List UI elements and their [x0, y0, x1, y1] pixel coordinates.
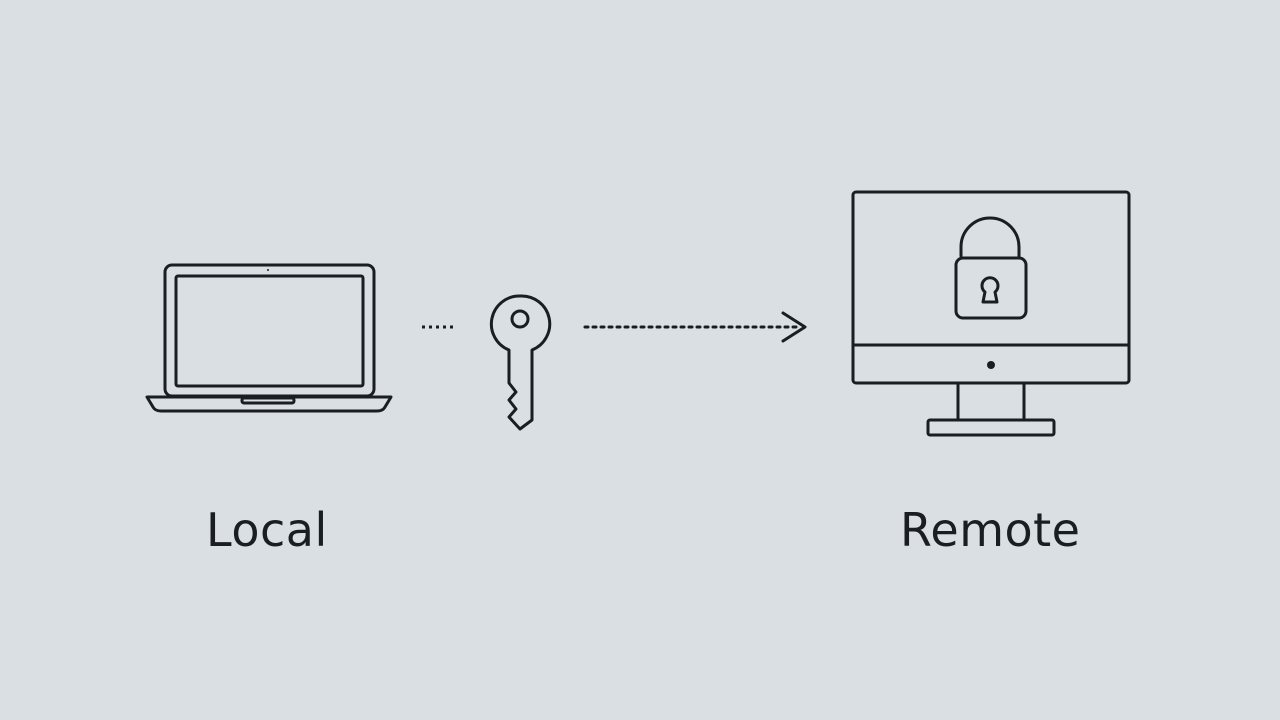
- local-label: Local: [206, 503, 328, 557]
- monitor-power-dot: [987, 361, 995, 369]
- desktop-monitor-icon: [851, 190, 1131, 437]
- key-icon: [489, 294, 552, 431]
- padlock-keyhole: [980, 276, 1000, 304]
- arrow-head: [781, 311, 807, 343]
- laptop-base: [145, 395, 393, 413]
- remote-label: Remote: [900, 503, 1081, 557]
- key-hole: [510, 309, 530, 329]
- connection-arrow: [583, 311, 807, 343]
- unlocked-padlock-icon: [954, 216, 1028, 320]
- key-shape: [489, 294, 552, 431]
- padlock-body: [954, 256, 1028, 320]
- laptop-icon: [145, 263, 393, 413]
- laptop-camera: [267, 269, 269, 271]
- laptop-screen: [174, 274, 365, 388]
- laptop-trackpad-notch: [240, 396, 296, 405]
- monitor-stand: [926, 418, 1056, 437]
- monitor-frame: [851, 190, 1131, 385]
- padlock-shackle: [959, 216, 1021, 258]
- laptop-lid: [163, 263, 376, 398]
